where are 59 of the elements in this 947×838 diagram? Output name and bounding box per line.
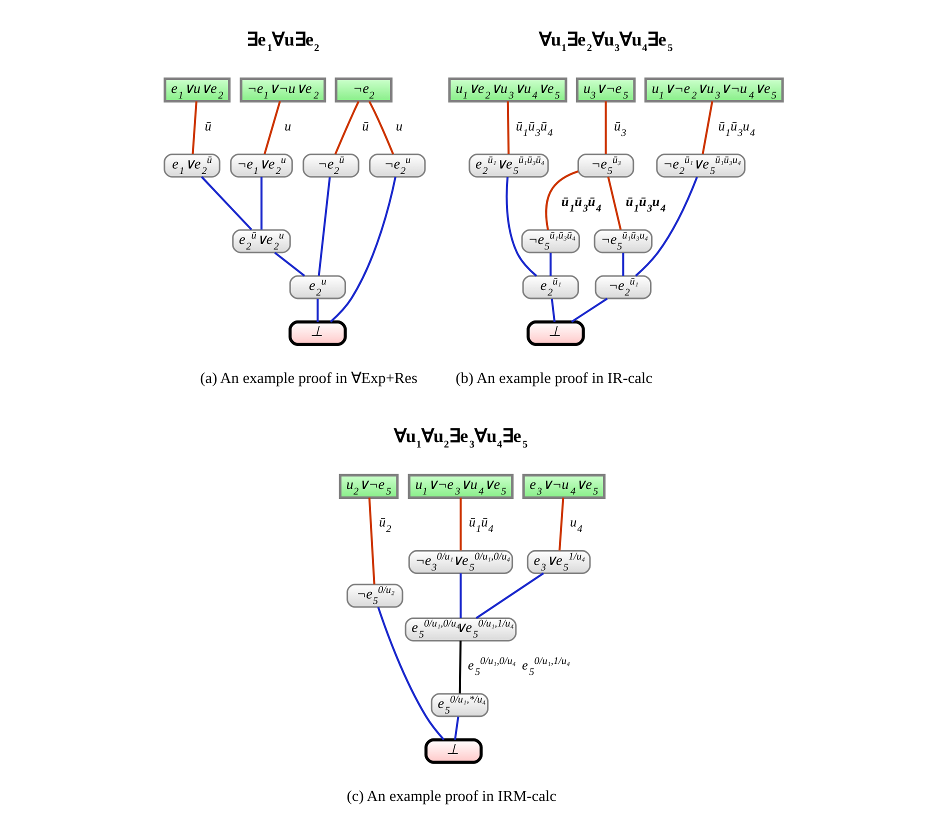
- edge-label: ū$_{2}$: [378, 514, 392, 536]
- connector: [200, 176, 252, 230]
- label: ∃e$_{1}$∀u∃e$_{2}$: [246, 29, 320, 54]
- connector: [454, 716, 460, 740]
- connector: [506, 176, 538, 277]
- edge-label: ū: [362, 118, 369, 134]
- label: (a) An example proof in ∀Exp+Res: [200, 370, 418, 388]
- node-box: ¬e$_{2}$: [334, 78, 393, 103]
- node-box: ⊥: [526, 320, 585, 346]
- connector: [330, 176, 396, 322]
- label: ∀u$_{1}$∃e$_{2}$∀u$_{3}$∀u$_{4}$∃e$_{5}$: [538, 29, 673, 54]
- node-box: e$_{3}$∨¬u$_{4}$∨e$_{5}$: [522, 474, 606, 499]
- connector: [334, 101, 360, 155]
- connector: [604, 101, 607, 154]
- edge-label: ū$_{1}$ū$_{4}$: [468, 514, 494, 536]
- connector: [460, 498, 462, 550]
- edge-label: ū$_{1}$ū$_{3}$ū$_{4}$: [561, 194, 602, 214]
- node-box: ¬e$_{1}$∨¬u∨e$_{2}$: [240, 78, 326, 103]
- node-box: u$_{1}$∨¬e$_{2}$∨u$_{3}$∨¬u$_{4}$∨e$_{5}$: [644, 78, 784, 103]
- connector: [260, 176, 263, 230]
- edge-label: ū$_{1}$ū$_{3}$u$_{4}$: [718, 118, 755, 139]
- connector: [192, 101, 198, 154]
- connector: [377, 606, 445, 740]
- edge-label: ū$_{1}$ū$_{3}$ū$_{4}$: [516, 118, 553, 139]
- connector: [607, 176, 622, 230]
- connector: [550, 252, 552, 276]
- label: (c) An example proof in IRM-calc: [346, 788, 556, 806]
- edge-label: u: [396, 118, 402, 134]
- connector: [264, 100, 281, 154]
- connector: [550, 298, 556, 322]
- connector: [622, 252, 624, 276]
- connector: [458, 640, 462, 694]
- connector: [702, 101, 714, 154]
- connector: [558, 498, 564, 550]
- edge-label: ū: [204, 118, 212, 134]
- connector: [318, 177, 331, 276]
- connector: [316, 298, 319, 322]
- node-box: u$_{2}$∨¬e$_{5}$: [338, 474, 399, 499]
- connector: [506, 101, 510, 154]
- connector: [368, 100, 394, 154]
- node-box: ⊥: [288, 320, 347, 346]
- label: ∀u$_{1}$∀u$_{2}$∃e$_{3}$∀u$_{4}$∃e$_{5}$: [394, 426, 528, 450]
- node-box: u$_{3}$∨¬e$_{5}$: [576, 78, 636, 103]
- node-box: u$_{1}$∨e$_{2}$∨u$_{3}$∨u$_{4}$∨e$_{5}$: [448, 78, 568, 103]
- connector: [545, 170, 578, 230]
- label: (b) An example proof in IR-calc: [456, 370, 652, 388]
- connector: [368, 498, 376, 584]
- connector: [460, 573, 462, 618]
- connector: [476, 572, 544, 619]
- connector: [571, 298, 608, 323]
- edge-label: ū$_{3}$: [614, 118, 626, 139]
- node-box: u$_{1}$∨¬e$_{3}$∨u$_{4}$∨e$_{5}$: [408, 474, 514, 499]
- node-box: ⊥: [424, 738, 483, 764]
- edge-label: ū$_{1}$ū$_{3}$u$_{4}$: [626, 194, 666, 214]
- edge-label: u$_{4}$: [570, 514, 582, 536]
- connector: [274, 252, 306, 277]
- node-box: e$_{1}$∨u∨e$_{2}$: [164, 78, 231, 103]
- edge-label: u: [284, 118, 292, 134]
- connector: [635, 176, 698, 277]
